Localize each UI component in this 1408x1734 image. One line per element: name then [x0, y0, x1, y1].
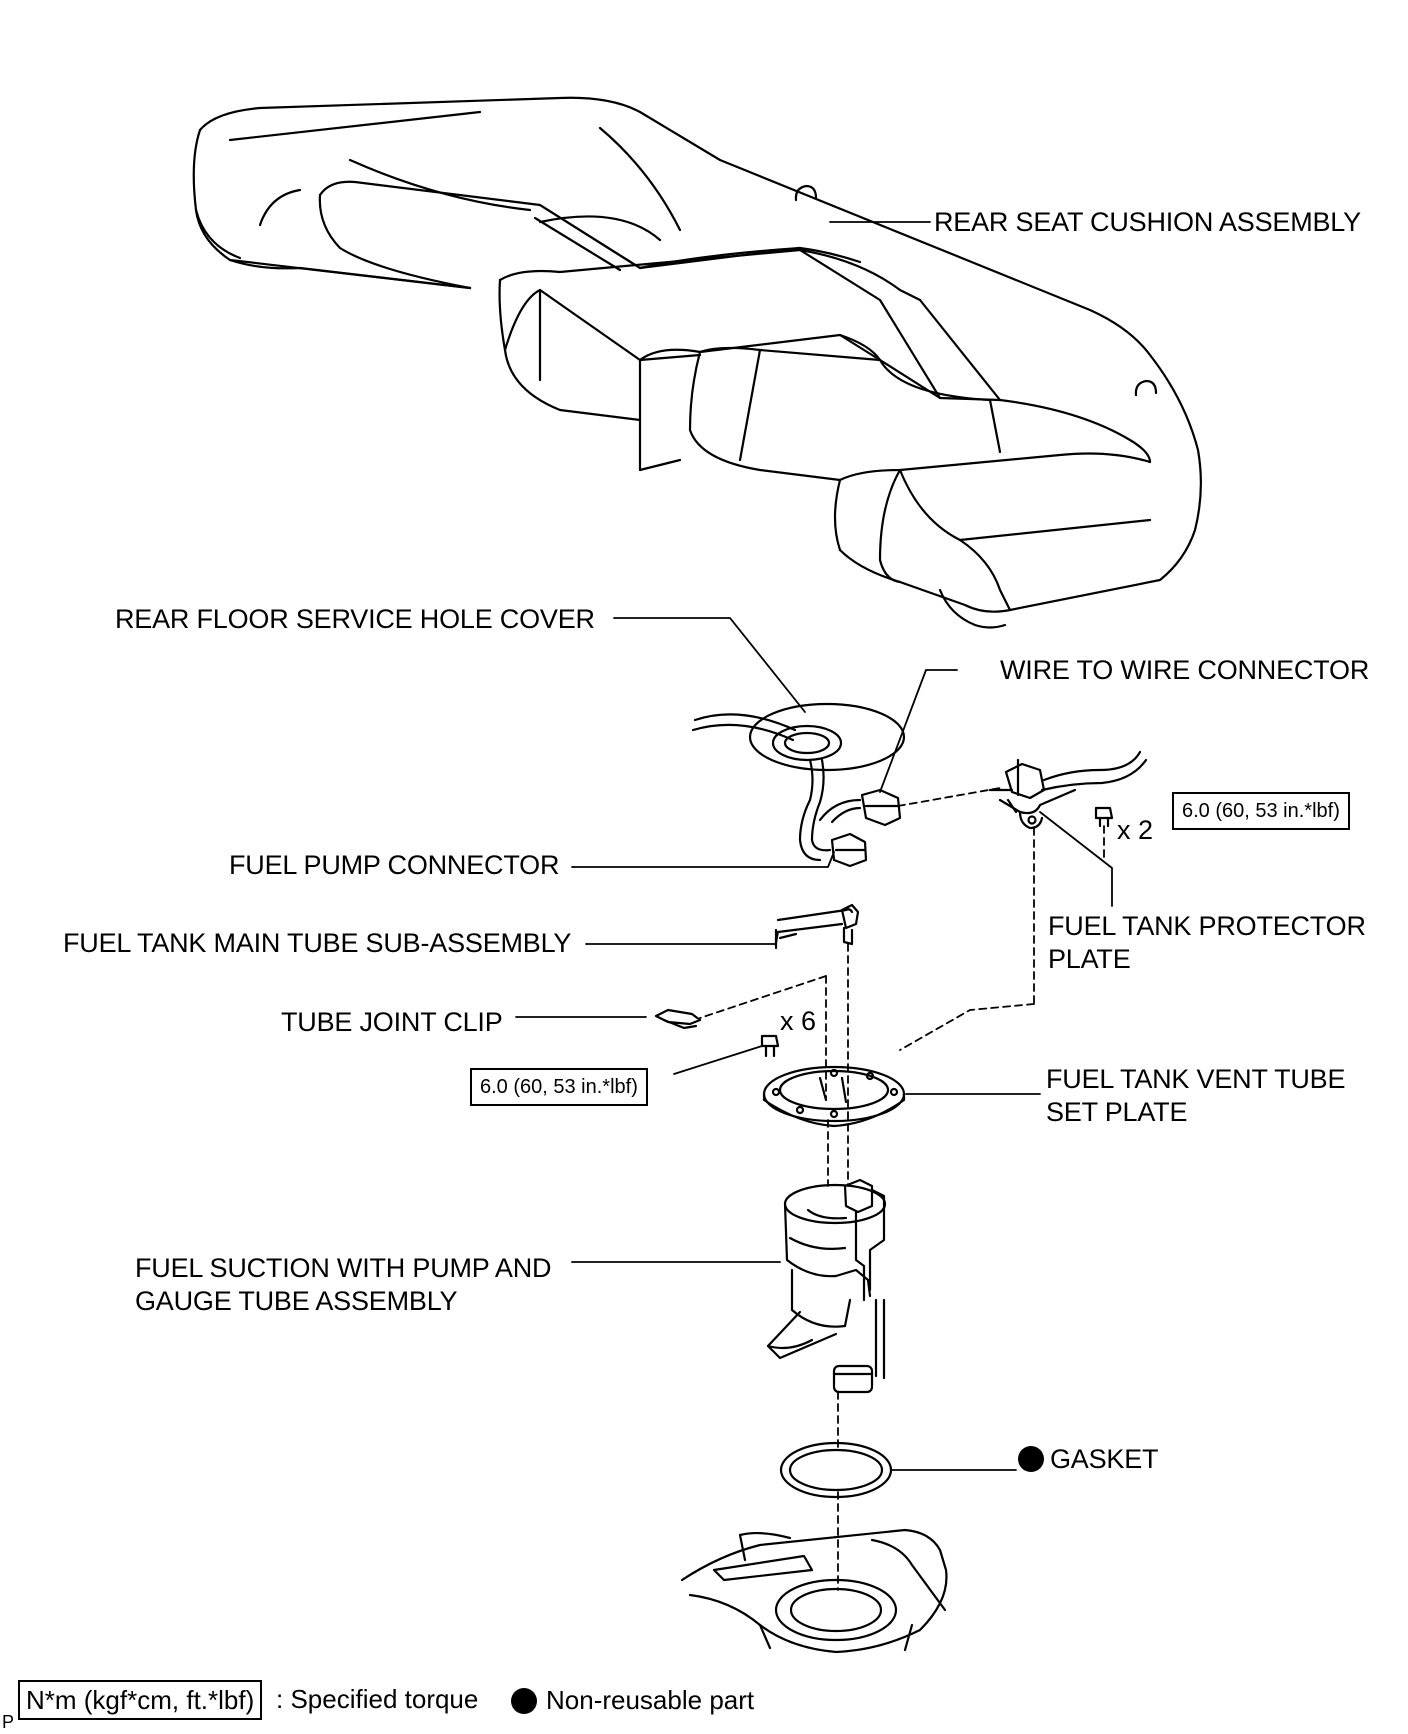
label-service-hole-cover: REAR FLOOR SERVICE HOLE COVER	[115, 604, 595, 634]
label-fuel-pump-connector: FUEL PUMP CONNECTOR	[229, 850, 560, 880]
legend-non-reusable-text: Non-reusable part	[546, 1685, 755, 1715]
service-hole-cover-illustration	[691, 702, 906, 862]
alignment-lines	[699, 787, 1105, 1591]
rear-seat-cushion-illustration	[192, 96, 1202, 629]
pump-connectors-illustration	[830, 788, 902, 868]
label-protector-plate-line1: FUEL TANK PROTECTOR	[1048, 911, 1366, 941]
protector-bolt-illustration	[1094, 806, 1114, 828]
tube-joint-clip-illustration	[654, 1008, 702, 1030]
torque-spec-set-plate-bolts: 6.0 (60, 53 in.*lbf)	[470, 1068, 648, 1106]
gasket-illustration	[779, 1441, 893, 1499]
set-plate-illustration	[762, 1065, 906, 1128]
label-rear-seat-cushion: REAR SEAT CUSHION ASSEMBLY	[934, 207, 1361, 237]
quantity-set-plate-bolts: x 6	[780, 1006, 817, 1036]
label-vent-plate-line2: SET PLATE	[1046, 1097, 1188, 1127]
label-fuel-suction-line2: GAUGE TUBE ASSEMBLY	[135, 1286, 458, 1316]
label-tube-joint-clip: TUBE JOINT CLIP	[281, 1007, 503, 1037]
corner-mark: P	[2, 1712, 15, 1732]
set-plate-bolt-illustration	[760, 1034, 780, 1058]
protector-plate-illustration	[988, 750, 1148, 830]
label-wire-to-wire-connector: WIRE TO WIRE CONNECTOR	[1000, 655, 1370, 685]
legend-torque-unit-box: N*m (kgf*cm, ft.*lbf)	[18, 1680, 263, 1720]
label-fuel-suction-line1: FUEL SUCTION WITH PUMP AND	[135, 1253, 552, 1283]
legend-torque-text: : Specified torque	[276, 1684, 479, 1714]
label-gasket: GASKET	[1050, 1444, 1159, 1474]
quantity-protector-bolts: x 2	[1117, 815, 1154, 845]
fuel-tank-illustration	[680, 1528, 948, 1654]
legend-non-reusable-icon	[511, 1688, 537, 1714]
label-vent-plate-line1: FUEL TANK VENT TUBE	[1046, 1064, 1346, 1094]
fuel-pump-assembly-illustration	[766, 1178, 887, 1394]
label-protector-plate-line2: PLATE	[1048, 944, 1131, 974]
main-tube-illustration	[774, 903, 860, 950]
label-main-tube: FUEL TANK MAIN TUBE SUB-ASSEMBLY	[63, 928, 572, 958]
torque-spec-protector-bolts: 6.0 (60, 53 in.*lbf)	[1172, 792, 1350, 830]
leader-lines	[515, 221, 1113, 1471]
non-reusable-marker-icon	[1018, 1446, 1044, 1472]
